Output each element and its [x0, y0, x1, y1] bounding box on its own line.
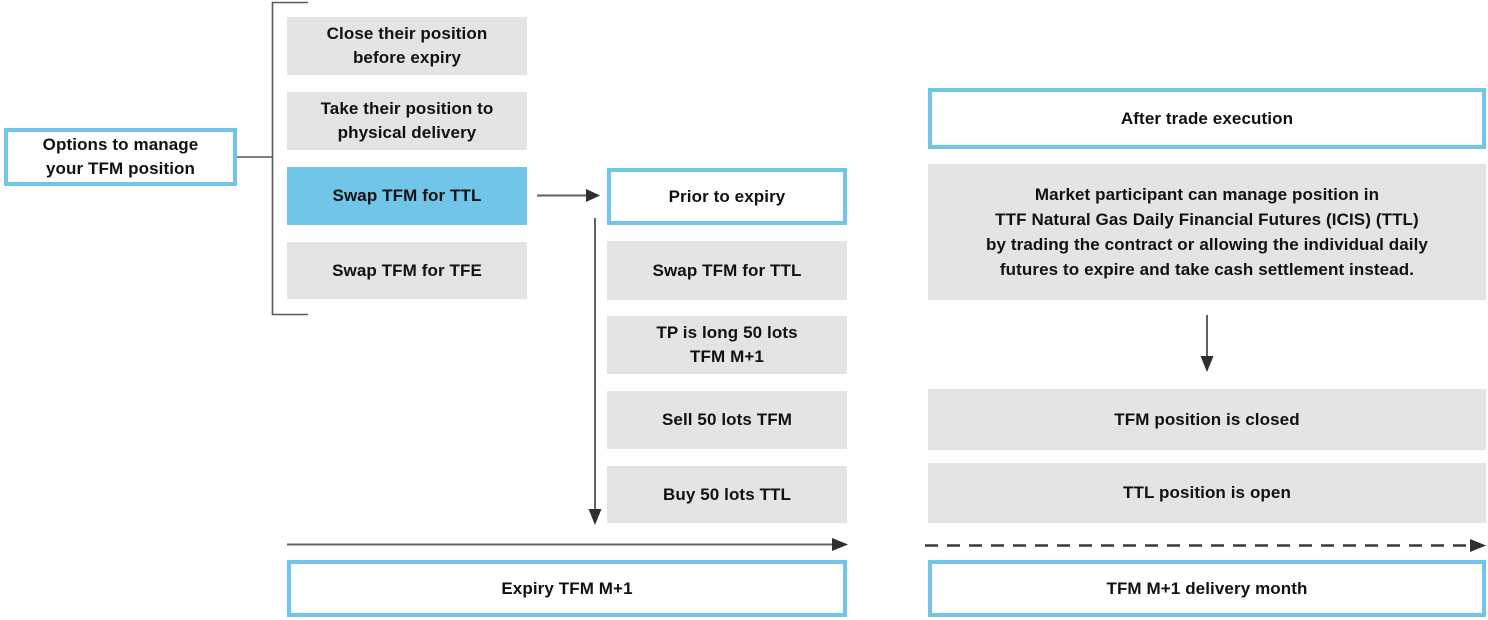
prior-to-expiry-header-box: Prior to expiry: [607, 168, 847, 225]
options-root-box: Options to manage your TFM position: [4, 128, 237, 186]
option-box-swap-ttl-highlighted: Swap TFM for TTL: [287, 167, 527, 225]
market-participant-description-box: Market participant can manage position i…: [928, 164, 1486, 300]
step-box-swap-tfm-ttl: Swap TFM for TTL: [607, 241, 847, 300]
option-box-physical-delivery: Take their position to physical delivery: [287, 92, 527, 150]
delivery-month-timeline-box: TFM M+1 delivery month: [928, 560, 1486, 617]
arrow-delivery-timeline-dashed: [925, 539, 1486, 552]
step-box-sell-50-lots: Sell 50 lots TFM: [607, 391, 847, 449]
step-box-tp-long-50-lots: TP is long 50 lots TFM M+1: [607, 316, 847, 374]
option-box-swap-tfe: Swap TFM for TFE: [287, 242, 527, 299]
arrow-steps-down: [588, 218, 602, 525]
arrow-execution-down: [1200, 315, 1214, 372]
outcome-box-ttl-open: TTL position is open: [928, 463, 1486, 523]
after-trade-execution-header-box: After trade execution: [928, 88, 1486, 149]
expiry-timeline-box: Expiry TFM M+1: [287, 560, 847, 617]
outcome-box-tfm-closed: TFM position is closed: [928, 389, 1486, 450]
step-box-buy-50-lots: Buy 50 lots TTL: [607, 466, 847, 523]
option-box-close-position: Close their position before expiry: [287, 17, 527, 75]
arrow-expiry-timeline: [287, 538, 848, 551]
arrow-swap-to-prior: [537, 189, 600, 202]
